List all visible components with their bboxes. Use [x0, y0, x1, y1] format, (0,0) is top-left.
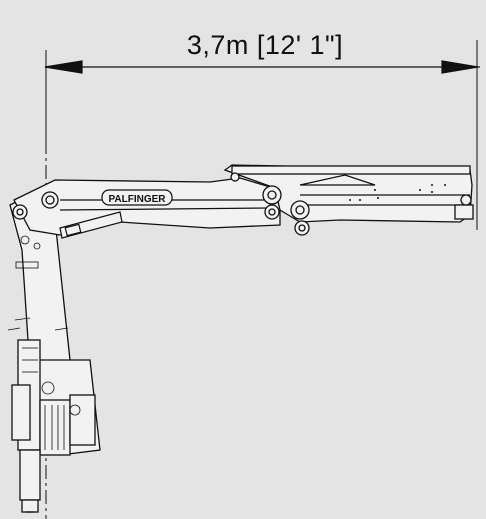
- crane-column: [9, 189, 101, 513]
- lift-cylinder: [59, 211, 123, 239]
- reach-dimension-label: 3,7m [12' 1"]: [186, 30, 344, 60]
- dimension-line: [44, 40, 480, 230]
- base-details: [7, 235, 81, 450]
- pivot-pins: [12, 172, 472, 236]
- brand-label: PALFINGER: [108, 194, 166, 205]
- boom-markings: [349, 184, 446, 201]
- outer-boom: [223, 164, 474, 223]
- brand-badge: PALFINGER: [101, 189, 173, 206]
